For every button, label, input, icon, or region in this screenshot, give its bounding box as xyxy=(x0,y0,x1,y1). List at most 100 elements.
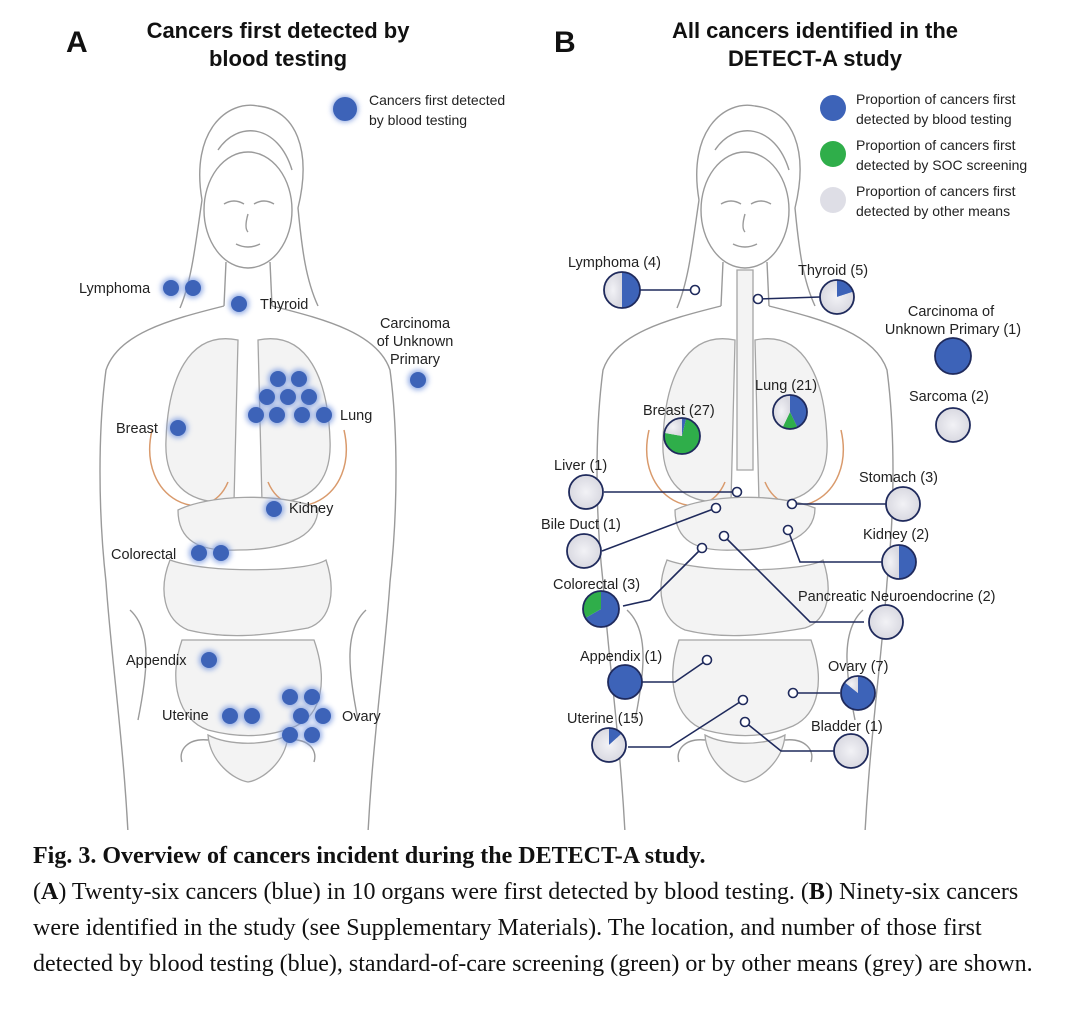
pie-slice-appendix-blue xyxy=(608,665,642,699)
pie-bileduct xyxy=(566,533,602,569)
pie-ring-lymphoma xyxy=(603,271,641,309)
pie-ring-colorectal xyxy=(582,590,620,628)
label-b-stomach: Stomach (3) xyxy=(859,470,938,486)
pie-slice-cup-blue xyxy=(935,338,971,374)
pie-ring-pancreatic xyxy=(868,604,904,640)
pie-ring-ovary xyxy=(840,675,876,711)
pie-slice-lung-blue xyxy=(790,395,808,428)
legend-other-swatch xyxy=(820,187,846,213)
label-a-lymphoma: Lymphoma xyxy=(79,281,151,297)
pie-ring-stomach xyxy=(885,486,921,522)
pie-lung xyxy=(772,394,808,430)
pie-slice-bladder-grey xyxy=(834,734,868,768)
dot-uterine xyxy=(222,708,238,724)
pie-sarcoma xyxy=(935,407,971,443)
label-b-uterine: Uterine (15) xyxy=(567,711,644,727)
pie-thyroid xyxy=(819,279,855,315)
dot-breast xyxy=(170,420,186,436)
dot-ovary xyxy=(293,708,309,724)
figure: A Cancers first detected by blood testin… xyxy=(66,18,1027,830)
pie-slice-stomach-grey xyxy=(886,487,920,521)
label-a-colorectal: Colorectal xyxy=(111,547,176,563)
pie-pancreatic xyxy=(868,604,904,640)
dot-thyroid xyxy=(231,296,247,312)
label-b-cup-line2: Unknown Primary (1) xyxy=(885,322,1021,338)
leader-endpoints xyxy=(689,284,799,728)
panel-a-dots xyxy=(161,278,428,745)
label-b-pancreatic: Pancreatic Neuroendocrine (2) xyxy=(798,589,995,605)
label-b-appendix: Appendix (1) xyxy=(580,649,662,665)
label-b-ovary: Ovary (7) xyxy=(828,659,888,675)
legend-dot-a xyxy=(333,97,357,121)
caption-b-text: Ninety-six cancers were identified in th… xyxy=(33,879,1033,977)
legend-soc-swatch xyxy=(820,141,846,167)
dot-lung xyxy=(248,407,264,423)
dot-ovary xyxy=(315,708,331,724)
label-a-uterine: Uterine xyxy=(162,708,209,724)
pie-appendix xyxy=(607,664,643,700)
pie-slice-bileduct-grey xyxy=(567,534,601,568)
label-b-breast: Breast (27) xyxy=(643,403,715,419)
pie-slice-uterine-blue xyxy=(609,728,622,745)
dot-ovary xyxy=(304,689,320,705)
panel-b-letter: B xyxy=(554,26,576,59)
label-b-thyroid: Thyroid (5) xyxy=(798,263,868,279)
pie-slice-kidney-blue xyxy=(899,545,916,579)
caption-title: Fig. 3. Overview of cancers incident dur… xyxy=(33,843,706,869)
dot-lung xyxy=(301,389,317,405)
pie-kidney xyxy=(881,544,917,580)
pie-breast xyxy=(663,417,701,455)
pie-slice-breast-green xyxy=(663,418,700,455)
label-b-kidney: Kidney (2) xyxy=(863,527,929,543)
legend-a-line2: by blood testing xyxy=(369,112,467,128)
pie-ring-sarcoma xyxy=(935,407,971,443)
pie-slice-lymphoma-grey xyxy=(604,272,622,308)
dot-lung xyxy=(316,407,332,423)
pie-bladder xyxy=(833,733,869,769)
legend-b-3-line1: Proportion of cancers first xyxy=(856,183,1016,199)
label-a-appendix: Appendix xyxy=(126,653,187,669)
pie-colorectal xyxy=(582,590,620,628)
pie-slice-sarcoma-grey xyxy=(936,408,970,442)
legend-b-1-line2: detected by blood testing xyxy=(856,111,1012,127)
dot-ovary xyxy=(282,689,298,705)
dot-lung xyxy=(280,389,296,405)
pie-uterine xyxy=(591,727,627,763)
dot-lung xyxy=(259,389,275,405)
label-a-cup-line3: Primary xyxy=(390,352,441,368)
pie-ring-appendix xyxy=(607,664,643,700)
panel-a-title-line2: blood testing xyxy=(209,46,347,71)
dot-lung xyxy=(269,407,285,423)
label-a-kidney: Kidney xyxy=(289,501,334,517)
dot-uterine xyxy=(244,708,260,724)
pie-slice-uterine-grey xyxy=(592,728,626,762)
legend-b-3-line2: detected by other means xyxy=(856,203,1010,219)
pie-ring-kidney xyxy=(881,544,917,580)
panel-b-title-line1: All cancers identified in the xyxy=(672,18,958,43)
label-b-bileduct: Bile Duct (1) xyxy=(541,517,621,533)
pie-slice-breast-grey xyxy=(664,418,682,436)
panel-a-letter: A xyxy=(66,26,88,59)
panel-b: B All cancers identified in the DETECT-A… xyxy=(541,18,1027,830)
pie-ring-cup xyxy=(934,337,972,375)
pie-slice-lymphoma-blue xyxy=(622,272,640,308)
pie-ring-bileduct xyxy=(566,533,602,569)
legend-b-1-line1: Proportion of cancers first xyxy=(856,91,1016,107)
label-a-cup-line2: of Unknown xyxy=(377,334,454,350)
dot-lung xyxy=(291,371,307,387)
figure-caption: Fig. 3. Overview of cancers incident dur… xyxy=(33,843,1033,977)
caption-a-text: Twenty-six cancers (blue) in 10 organs w… xyxy=(66,879,801,905)
pie-slice-colorectal-blue xyxy=(585,591,619,627)
label-a-cup-line1: Carcinoma xyxy=(380,316,451,332)
pie-slice-thyroid-blue xyxy=(837,280,854,297)
dot-lymphoma xyxy=(163,280,179,296)
panel-a-title-line1: Cancers first detected by xyxy=(147,18,411,43)
pie-ring-bladder xyxy=(833,733,869,769)
caption-a-letter: A xyxy=(41,879,59,905)
dot-colorectal xyxy=(191,545,207,561)
dot-colorectal xyxy=(213,545,229,561)
dot-cup xyxy=(410,372,426,388)
caption-b-letter: B xyxy=(808,879,825,905)
pie-liver xyxy=(568,474,604,510)
pie-ring-breast xyxy=(663,417,701,455)
